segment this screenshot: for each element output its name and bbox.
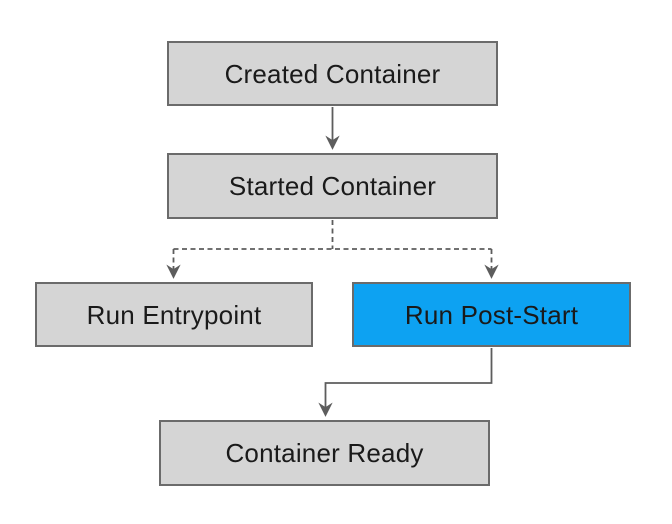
node-container-ready-label: Container Ready xyxy=(225,438,424,468)
node-run-post-start: Run Post-Start xyxy=(352,282,631,347)
node-container-ready: Container Ready xyxy=(159,420,490,486)
node-created-container: Created Container xyxy=(167,41,498,106)
node-created-container-label: Created Container xyxy=(224,58,441,89)
edge-poststart-to-ready xyxy=(318,348,493,417)
node-run-post-start-label: Run Post-Start xyxy=(404,299,579,330)
node-started-container: Started Container xyxy=(167,153,498,219)
node-run-entrypoint: Run Entrypoint xyxy=(35,282,313,347)
node-run-entrypoint-label: Run Entrypoint xyxy=(86,299,262,330)
node-started-container-label: Started Container xyxy=(228,171,437,201)
